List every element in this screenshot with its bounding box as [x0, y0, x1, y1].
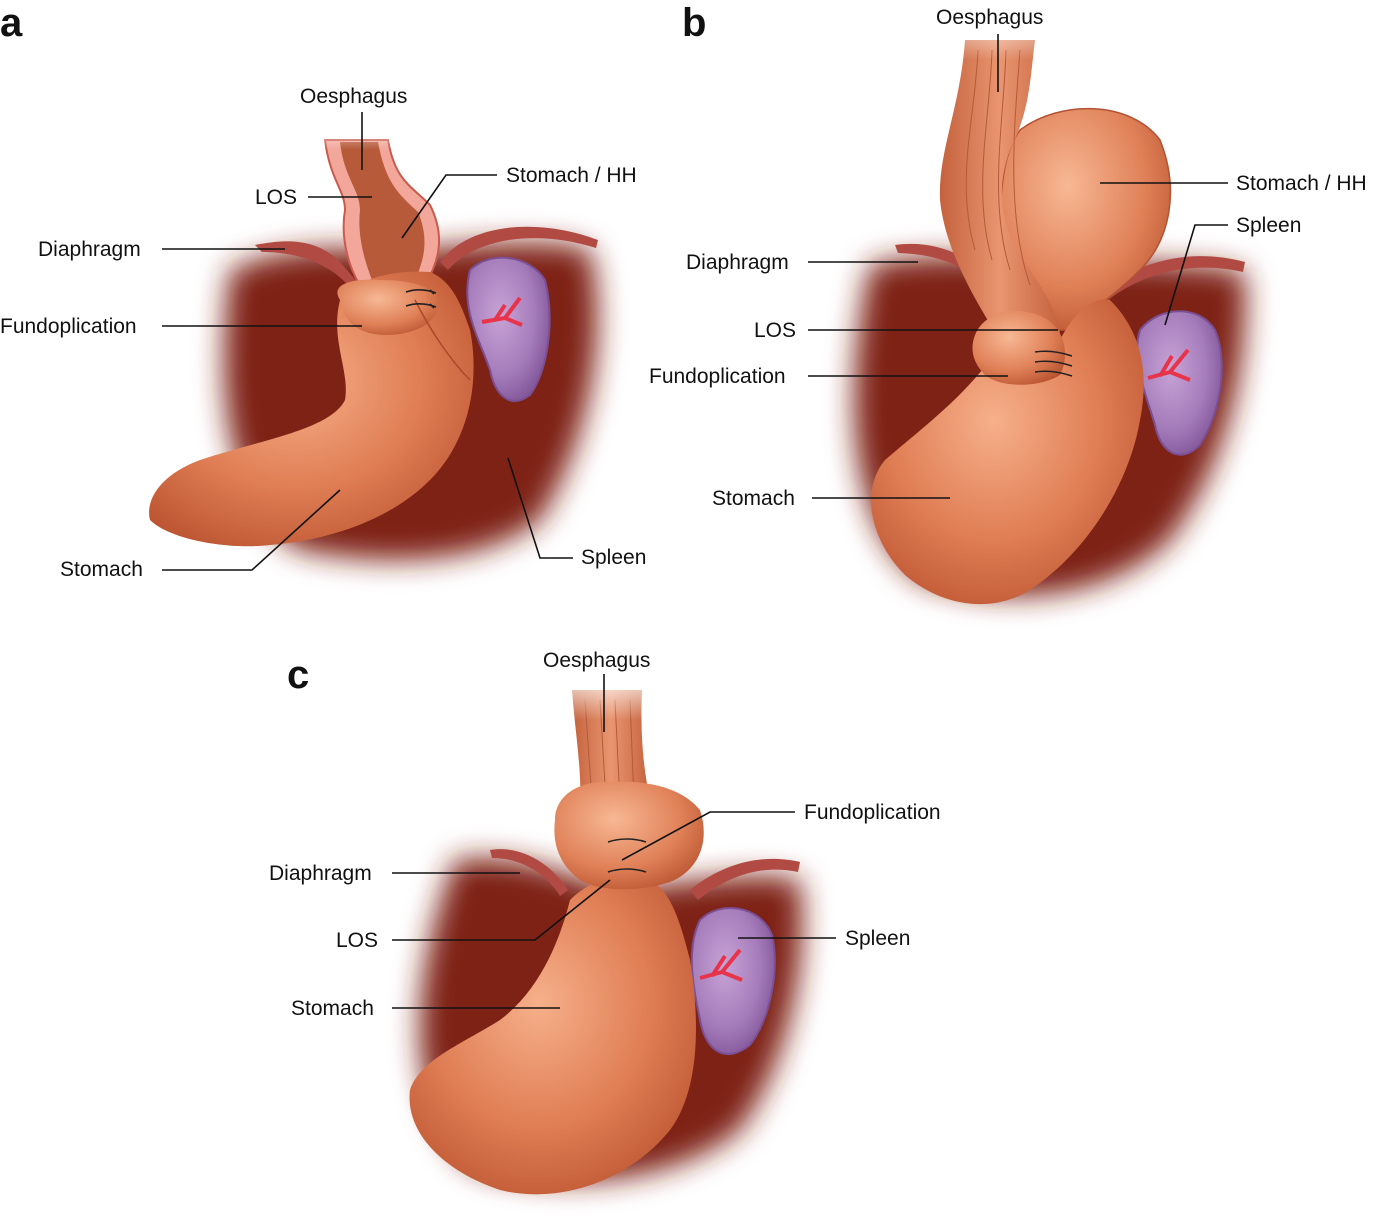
panel-b-label-stomach-hh: Stomach / HH — [1236, 172, 1367, 195]
panel-a-fundoplication — [337, 279, 440, 335]
panel-b-diaphragm-right — [1100, 256, 1245, 300]
panel-c-suture — [607, 838, 647, 873]
panel-a-label-los: LOS — [255, 186, 297, 209]
panel-a-spleen-vessel — [481, 296, 523, 327]
panel-c-diaphragm-right — [690, 858, 800, 900]
panel-a-letter: a — [0, 1, 23, 45]
panel-c: c Oesphagus Fundoplication Diaphragm Spl… — [269, 649, 941, 1195]
panel-b-label-oesophagus: Oesphagus — [936, 6, 1043, 29]
panel-c-leader-los — [392, 879, 611, 941]
panel-a-diaphragm-right — [440, 226, 598, 270]
panel-a: a Oesphagus LOS Stomach / HH Diaphrag — [0, 1, 646, 581]
panel-a-leader-stomach-hh — [401, 174, 497, 239]
panel-c-label-stomach: Stomach — [291, 997, 374, 1020]
panel-b-oesophagus-striations — [965, 49, 1031, 286]
panel-c-fundoplication — [554, 781, 704, 890]
panel-a-label-diaphragm: Diaphragm — [38, 238, 141, 261]
panel-c-spleen — [690, 907, 776, 1056]
panel-a-label-oesophagus: Oesphagus — [300, 85, 407, 108]
panel-b-label-fundoplication: Fundoplication — [649, 365, 786, 388]
panel-a-label-spleen: Spleen — [581, 546, 646, 569]
panel-c-stomach — [409, 876, 696, 1195]
panel-c-label-los: LOS — [336, 929, 378, 952]
panel-a-leader-spleen — [507, 457, 573, 559]
panel-c-label-oesophagus: Oesphagus — [543, 649, 650, 672]
panel-a-spleen — [466, 256, 551, 402]
panel-a-oesophagus-lumen — [340, 142, 425, 280]
panel-a-label-stomach: Stomach — [60, 558, 143, 581]
panel-a-stomach — [149, 271, 474, 547]
panel-b-spleen-vessel — [1147, 348, 1191, 382]
panel-c-label-fundoplication: Fundoplication — [804, 801, 941, 824]
panel-b-label-spleen: Spleen — [1236, 214, 1301, 237]
panel-b-leader-spleen — [1164, 224, 1228, 326]
panel-b-diaphragm — [895, 243, 985, 282]
panel-b-label-diaphragm: Diaphragm — [686, 251, 789, 274]
panel-c-label-spleen: Spleen — [845, 927, 910, 950]
panel-a-leader-stomach — [162, 489, 341, 571]
panel-b-label-stomach: Stomach — [712, 487, 795, 510]
panel-b-stomach — [871, 299, 1144, 605]
panel-c-leader-fundoplication — [621, 811, 795, 861]
panel-b: b Oesphagus Stomach / HH Spleen Diap — [649, 0, 1367, 605]
panel-a-label-fundoplication: Fundoplication — [0, 315, 137, 338]
panel-b-oesophagus — [939, 40, 1060, 340]
panel-b-label-los: LOS — [754, 319, 796, 342]
panel-c-label-diaphragm: Diaphragm — [269, 862, 372, 885]
panel-a-oesophagus-fade — [300, 110, 420, 150]
panel-c-diaphragm — [490, 849, 568, 896]
panel-c-letter: c — [287, 653, 309, 697]
panel-c-spleen-vessel — [699, 948, 743, 982]
panel-b-oesophagus-fade — [930, 0, 1050, 60]
panel-c-oesophagus-striations — [584, 699, 635, 803]
panel-a-label-stomach-hh: Stomach / HH — [506, 164, 637, 187]
panel-b-letter: b — [682, 1, 706, 45]
panel-a-suture — [405, 288, 437, 309]
panel-c-oesophagus-fade — [560, 670, 660, 720]
panel-a-wrap-fold — [414, 299, 471, 381]
panel-b-spleen — [1136, 310, 1223, 456]
panel-b-suture — [1034, 350, 1073, 377]
